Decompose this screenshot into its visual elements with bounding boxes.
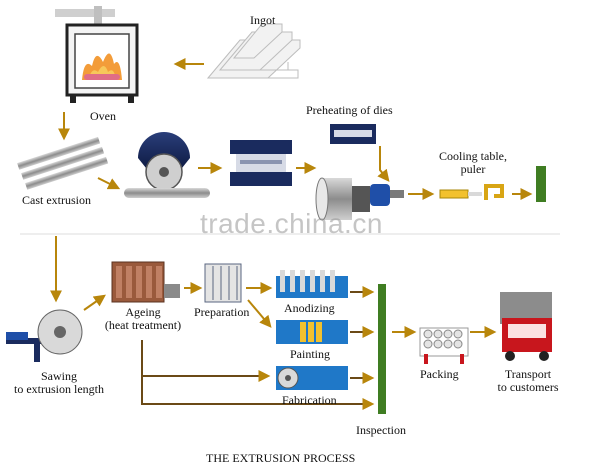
die-press-icon	[230, 140, 292, 186]
ageing-label-line1: Ageing	[125, 305, 161, 319]
oven-icon	[55, 6, 139, 103]
cooling-table-label-line1: Cooling table,	[439, 149, 507, 163]
sawing-machine-icon	[6, 309, 83, 362]
packing-label: Packing	[420, 367, 459, 381]
cast-extrusion-bars-icon	[17, 136, 109, 190]
inspection-label: Inspection	[356, 423, 406, 437]
painting-icon	[276, 320, 348, 344]
sawing-label-line2: to extrusion length	[14, 382, 104, 396]
anodizing-icon	[276, 270, 348, 298]
ageing-label-line2: (heat treatment)	[104, 318, 182, 332]
cooling-table-icon	[536, 166, 546, 202]
preheating-label: Preheating of dies	[306, 103, 393, 117]
cooling-table-label: Cooling table, puler	[428, 150, 518, 176]
fabrication-label: Fabrication	[282, 393, 337, 407]
transport-label: Transport to customers	[486, 368, 570, 394]
watermark-text: trade.china.cn	[200, 208, 383, 239]
oven-label: Oven	[90, 109, 116, 123]
packing-icon	[419, 327, 469, 364]
truck-icon	[500, 292, 552, 361]
transport-label-line2: to customers	[497, 380, 559, 394]
cast-extrusion-label: Cast extrusion	[22, 193, 91, 207]
sawing-label: Sawing to extrusion length	[4, 370, 114, 396]
extrusion-press-icon	[315, 177, 404, 221]
fabrication-icon	[276, 366, 348, 390]
ageing-oven-icon	[111, 261, 180, 303]
flow-lines	[141, 286, 375, 410]
cooling-table-label-line2: puler	[460, 162, 486, 176]
ingot-stack-icon	[206, 23, 301, 79]
sawing-label-line1: Sawing	[41, 369, 77, 383]
process-arrows	[50, 58, 533, 338]
ageing-label: Ageing (heat treatment)	[92, 306, 194, 332]
transport-label-line1: Transport	[504, 367, 552, 381]
preparation-rack-icon	[204, 263, 242, 303]
painting-label: Painting	[290, 347, 331, 361]
puller-icon	[439, 184, 504, 200]
anodizing-label: Anodizing	[284, 301, 335, 315]
preheating-die-icon	[330, 124, 376, 144]
ingot-label: Ingot	[250, 13, 276, 27]
inspection-bar-icon	[378, 284, 386, 414]
diagram-title: THE EXTRUSION PROCESS	[206, 451, 356, 465]
billet-saw-icon	[124, 132, 210, 198]
preparation-label: Preparation	[194, 305, 250, 319]
